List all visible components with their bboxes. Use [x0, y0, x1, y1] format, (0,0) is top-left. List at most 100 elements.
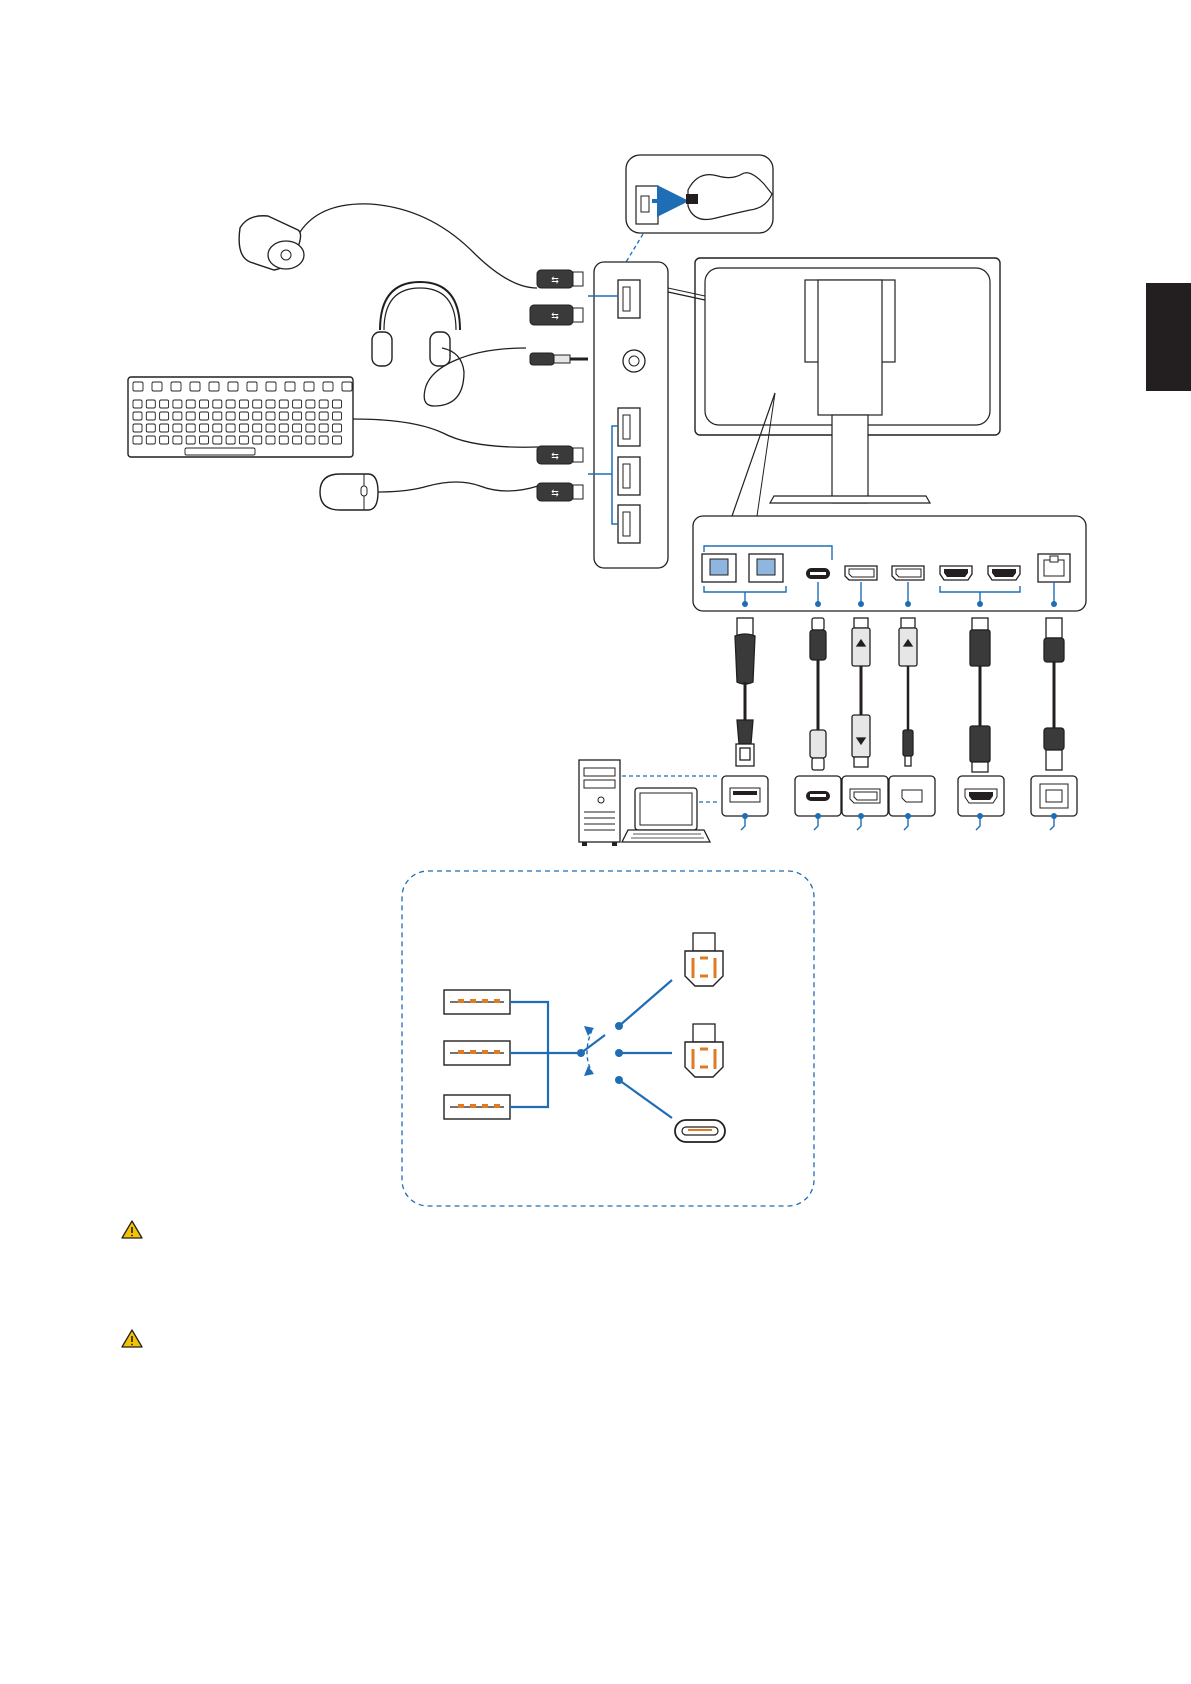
keyboard-key: [173, 400, 182, 408]
keyboard-key: [171, 382, 181, 391]
usb-a-port-source: [722, 776, 768, 816]
svg-text:⇆: ⇆: [551, 275, 559, 285]
keyboard-key: [253, 400, 262, 408]
keyboard-key: [133, 400, 142, 408]
keyboard-key: [228, 382, 238, 391]
usb-a-plug-3: ⇆: [537, 446, 583, 464]
keyboard-key: [319, 424, 328, 432]
mini-displayport-source: [889, 776, 935, 816]
keyboard-key: [279, 424, 288, 432]
keyboard-key: [239, 412, 248, 420]
keyboard-key: [226, 424, 235, 432]
displayport-to-minidp-cable: [899, 618, 917, 766]
keyboard-key: [333, 436, 342, 444]
keyboard-key: [186, 412, 195, 420]
keyboard-key: [186, 400, 195, 408]
keyboard-key: [319, 412, 328, 420]
hdmi-port-1: [940, 566, 972, 580]
headphones-icon: [372, 282, 526, 406]
keyboard-key: [200, 412, 209, 420]
keyboard-key: [190, 382, 200, 391]
svg-text:⇆: ⇆: [551, 488, 559, 498]
warning-triangle-icon: [122, 1330, 142, 1347]
usb-b-port-upstream-1: [702, 554, 736, 582]
keyboard-key: [253, 412, 262, 420]
keyboard-key: [213, 400, 222, 408]
audio-plug: [530, 353, 588, 365]
keyboard-key: [160, 436, 169, 444]
calibration-sensor-icon: [239, 204, 537, 288]
bottom-port-panel: [693, 516, 1086, 611]
keyboard-key: [133, 382, 143, 391]
usb-c-cable: [810, 618, 826, 770]
keyboard-key: [253, 424, 262, 432]
keyboard-key: [133, 412, 142, 420]
keyboard-key: [319, 436, 328, 444]
lan-cable: [1044, 618, 1064, 770]
keyboard-key: [133, 424, 142, 432]
usb-a-port-switch-3: [444, 1095, 510, 1119]
keyboard-key: [306, 436, 315, 444]
keyboard-key: [293, 424, 302, 432]
displayport-source: [842, 776, 888, 816]
keyboard-key: [160, 424, 169, 432]
keyboard-key: [226, 400, 235, 408]
keyboard-key: [323, 382, 333, 391]
keyboard-key: [146, 436, 155, 444]
keyboard-key: [200, 436, 209, 444]
keyboard-key: [160, 400, 169, 408]
displayport-1: [845, 566, 877, 580]
keyboard-key: [266, 412, 275, 420]
usb-b-cable: [735, 618, 755, 766]
source-ports: [722, 776, 1077, 830]
keyboard-key: [306, 412, 315, 420]
keyboard-key: [213, 436, 222, 444]
displayport-2: [892, 566, 924, 580]
hdmi-cable: [970, 618, 990, 772]
keyboard-key: [173, 436, 182, 444]
keyboard-key: [133, 436, 142, 444]
usb-c-port-source: [795, 776, 841, 816]
keyboard-key: [186, 436, 195, 444]
displayport-cable: [852, 618, 870, 767]
usb-a-port-switch-1: [444, 990, 510, 1014]
keyboard-key: [146, 424, 155, 432]
keyboard-key: [226, 436, 235, 444]
usb-c-port-bottom: [806, 568, 830, 579]
keyboard-key: [200, 400, 209, 408]
keyboard-icon: [128, 377, 538, 457]
svg-text:⇆: ⇆: [551, 311, 559, 321]
keyboard-key: [200, 424, 209, 432]
warning-triangle-icon: [122, 1221, 142, 1238]
side-port-panel: [588, 262, 668, 568]
keyboard-key: [152, 382, 162, 391]
keyboard-key: [239, 436, 248, 444]
keyboard-key: [226, 412, 235, 420]
usb-a-plug-1: ⇆: [537, 270, 583, 288]
keyboard-key: [285, 382, 295, 391]
keyboard-key: [266, 400, 275, 408]
svg-text:⇆: ⇆: [551, 451, 559, 461]
keyboard-key: [279, 436, 288, 444]
usb-insert-callout: [620, 155, 773, 272]
keyboard-key: [247, 382, 257, 391]
keyboard-key: [146, 412, 155, 420]
keyboard-key: [253, 436, 262, 444]
keyboard-key: [239, 400, 248, 408]
keyboard-key: [293, 412, 302, 420]
usb-a-port-side-3: [618, 457, 640, 495]
keyboard-key: [342, 382, 352, 391]
keyboard-key: [333, 424, 342, 432]
hdmi-port-2: [988, 566, 1020, 580]
usb-a-plug-4: ⇆: [537, 483, 583, 501]
usb-c-port-switch: [675, 1120, 725, 1142]
laptop-icon: [622, 788, 710, 842]
keyboard-key: [173, 424, 182, 432]
keyboard-key: [213, 412, 222, 420]
keyboard-key: [319, 400, 328, 408]
keyboard-key: [306, 400, 315, 408]
audio-jack: [623, 350, 645, 372]
keyboard-key: [266, 424, 275, 432]
keyboard-key: [279, 412, 288, 420]
